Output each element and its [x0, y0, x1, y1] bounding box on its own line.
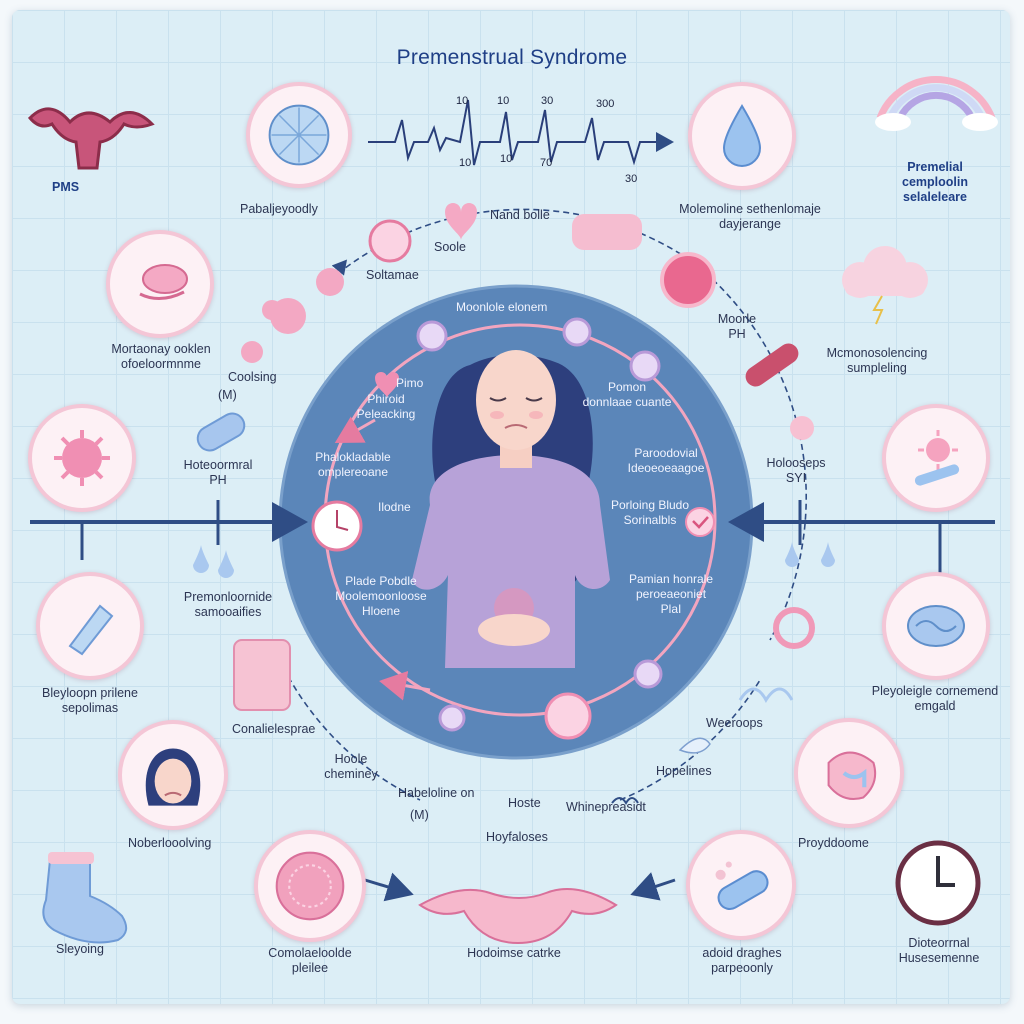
page-title: Premenstrual Syndrome: [396, 46, 628, 69]
pms-label: PMS: [52, 180, 80, 194]
hinepreasidt-label: Whinepreasidt: [566, 800, 646, 814]
tissue-icon: [254, 830, 366, 942]
virus-icon: [28, 404, 136, 512]
face-cond-label: Conalielesprae: [232, 722, 316, 736]
sun-icon: [882, 404, 990, 512]
inner-perseond-label: Paroodovial Ideoeoeaagoe: [627, 446, 705, 475]
fatigue-label: Pabaljeyoodly: [240, 202, 318, 216]
brain-label: Pleyoleigle cornemend emgald: [871, 684, 999, 713]
cell-icon: [686, 830, 796, 940]
premen-left-label: Premonloornide samooaifies: [183, 590, 273, 619]
ecg-label-top-3: 30: [541, 95, 554, 107]
ecg-label-top-4: 300: [596, 98, 615, 110]
sleeping-label: Sleyoing: [56, 942, 104, 956]
heart-label: Nand bolle: [490, 208, 550, 222]
inner-pronen-label: Pomon donnlaae cuante: [582, 380, 672, 409]
inner-primo-label: Pimo: [396, 376, 424, 390]
bottom-left-label: Comolaeloolde pleilee: [268, 946, 352, 975]
inner-porlong-label: Porloing Bludo Sorinalbls: [610, 498, 690, 527]
m-left-label: (M): [218, 388, 237, 402]
fatigue-icon: [246, 82, 352, 188]
soole-label: Soole: [434, 240, 466, 254]
inner-pamin-label: Pamian honrale peroeaeoniet PlaI: [628, 572, 714, 616]
prryddoome-label: Proyddoome: [798, 836, 869, 850]
inner-top-label: Moonlole elonem: [456, 300, 548, 314]
stomach-icon: [106, 230, 214, 338]
water-drop-icon: [688, 82, 796, 190]
hormone-left-label: Hoteoormral PH: [183, 458, 253, 487]
uterus-label: Hodoimse catrke: [467, 946, 561, 960]
mood-label: Mortaonay ooklen ofoeloormnme: [111, 342, 211, 371]
bloating-icon: [36, 572, 144, 680]
inner-plade-label: Plade Pobdle Moolemoonloose Hloene: [335, 574, 427, 618]
ecg-label-top-2: 10: [497, 95, 510, 107]
ecg-label-top-1: 10: [456, 95, 469, 107]
bloating-label: Bleyloopn prilene sepolimas: [42, 686, 138, 715]
hoyfalises-label: Hoyfaloses: [486, 830, 548, 844]
habits-label: Habeloline on: [398, 786, 475, 800]
ecg-label-bottom-1: 10: [459, 157, 472, 169]
water-label: Molemoline sethenlomaje dayjerange: [679, 202, 821, 231]
sad-face-icon: [118, 720, 228, 830]
hoole-label: Hoole cheminey: [324, 752, 378, 781]
inner-ilodne-label: Ilodne: [378, 500, 411, 514]
headaches-right-label: Holooseps SYI: [766, 456, 826, 485]
clock-label: Dioteorrnal Husesemenne: [898, 936, 980, 965]
cravings-label: Coolsing: [228, 370, 277, 384]
m-bottom-label: (M): [410, 808, 429, 822]
ecg-label-bottom-3: 70: [540, 157, 553, 169]
irritability-label: Noberlooolving: [128, 836, 212, 850]
cloud-label: Mcmonosolencing sumpleling: [826, 346, 928, 375]
hoste-label: Hoste: [508, 796, 541, 810]
inner-pheroid-label: Phiroid Peleacking: [356, 392, 416, 421]
ecg-label-bottom-4: 30: [625, 173, 638, 185]
bottom-right-label: adoid draghes parpeoonly: [702, 946, 782, 975]
hopelines-label: Hopelines: [656, 764, 712, 778]
inner-phalc-label: Phalokladable omplereoane: [315, 450, 391, 479]
ecg-label-bottom-2: 10: [500, 153, 513, 165]
solutnae-label: Soltamae: [366, 268, 419, 282]
pill-label: Moorle PH: [717, 312, 757, 341]
brain-icon: [882, 572, 990, 680]
weeroops-label: Weeroops: [706, 716, 763, 730]
rainbow-label: Premelial cemploolin selaleleare: [902, 160, 968, 204]
digestion-icon: [794, 718, 904, 828]
